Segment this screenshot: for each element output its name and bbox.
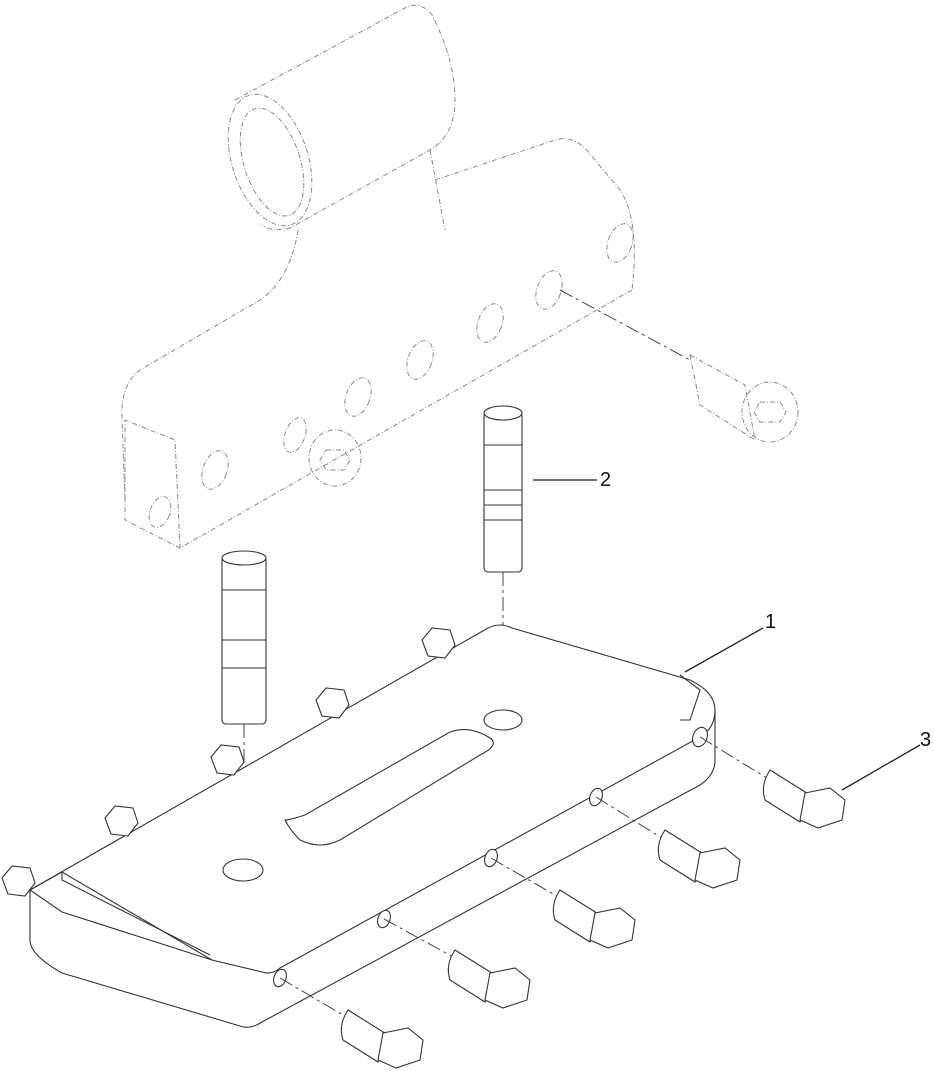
leader-line-1 — [684, 627, 764, 673]
callout-2: 2 — [600, 469, 612, 491]
callout-3: 3 — [920, 729, 932, 751]
leader-line-3 — [841, 744, 921, 791]
callout-1: 1 — [765, 611, 777, 633]
hex-bolts — [279, 736, 846, 1069]
phantom-bracket — [121, 4, 635, 549]
socket-cap-screw-icon — [559, 289, 799, 443]
hex-nuts — [1, 627, 456, 897]
dowel-pin-lower — [221, 550, 267, 875]
